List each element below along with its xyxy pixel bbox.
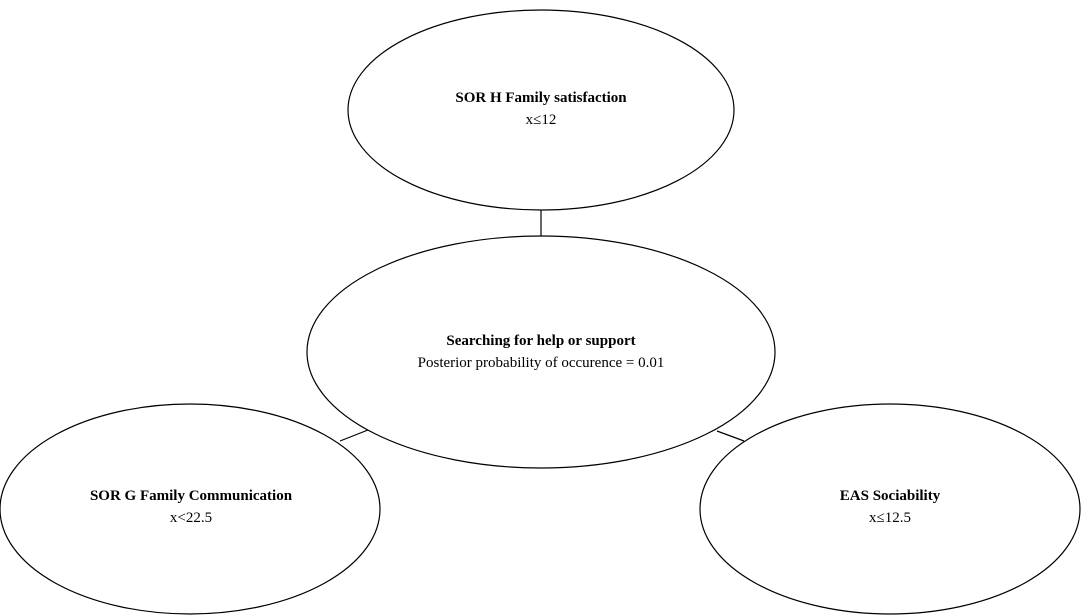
node-right-ellipse [699,403,1081,615]
node-top-label: SOR H Family satisfaction x≤12 [455,87,626,131]
connector-left-center [339,429,369,442]
node-right-title: EAS Sociability [839,488,941,504]
node-center-probability: Posterior probability of occurence = 0.0… [417,355,665,371]
node-center-title: Searching for help or support [446,333,636,349]
connector-right-center [716,430,745,442]
node-top-ellipse [347,9,735,211]
node-left-label: SOR G Family Communication x<22.5 [90,485,292,529]
node-left-condition: x<22.5 [169,510,213,526]
node-right-label: EAS Sociability x≤12.5 [840,485,940,529]
node-top-title: SOR H Family satisfaction [455,90,627,106]
node-right-condition: x≤12.5 [869,510,911,526]
node-left-ellipse [0,403,381,615]
node-center-ellipse [306,235,776,469]
node-left-title: SOR G Family Communication [89,488,293,504]
node-center-label: Searching for help or support Posterior … [418,330,665,374]
node-top-condition: x≤12 [525,112,557,128]
